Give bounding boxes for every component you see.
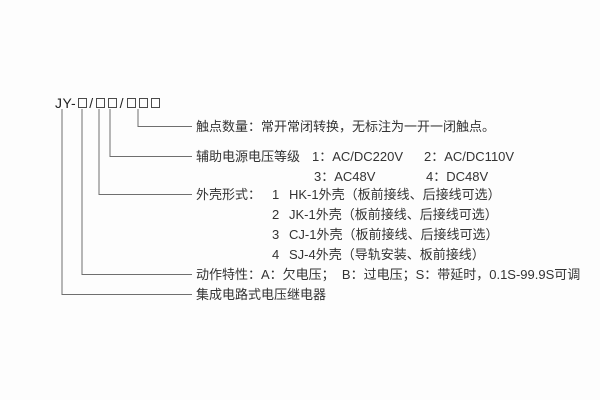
aux-power-option-4: 4：DC48V bbox=[426, 169, 489, 184]
case-form-row-1: 外壳形式： 1 HK-1外壳（板前接线、后接线可选） bbox=[0, 187, 600, 203]
case-form-row-2: 2 JK-1外壳（板前接线、后接线可选） bbox=[0, 207, 600, 223]
aux-power-option-2: 2：AC/DC110V bbox=[424, 149, 515, 164]
line-contact-quantity bbox=[137, 109, 192, 127]
case-option-desc-2: JK-1外壳（板前接线、后接线可选） bbox=[289, 207, 498, 222]
contact-quantity-row: 触点数量：常开常闭转换，无标注为一开一闭触点。 bbox=[0, 119, 600, 135]
contact-code-box-1 bbox=[126, 98, 136, 108]
product-name-row: 集成电路式电压继电器 bbox=[0, 287, 600, 303]
case-code-box bbox=[96, 98, 106, 108]
action-code-box bbox=[77, 98, 87, 108]
contact-code-box-3 bbox=[150, 98, 160, 108]
action-characteristic-row: 动作特性：A：欠电压； B：过电压；S：带延时，0.1S-99.9S可调 bbox=[0, 267, 600, 283]
case-form-row-3: 3 CJ-1外壳（板前接线、后接线可选） bbox=[0, 227, 600, 243]
contact-quantity-note: 触点数量：常开常闭转换，无标注为一开一闭触点。 bbox=[196, 119, 496, 134]
case-form-label: 外壳形式： bbox=[196, 187, 262, 202]
case-option-num-2: 2 bbox=[272, 207, 280, 222]
voltage-code-box bbox=[108, 98, 118, 108]
case-option-num-4: 4 bbox=[272, 247, 280, 262]
separator-slash: / bbox=[119, 95, 124, 111]
action-characteristic-note: 动作特性：A：欠电压； B：过电压；S：带延时，0.1S-99.9S可调 bbox=[196, 267, 581, 282]
aux-power-label: 辅助电源电压等级 bbox=[196, 149, 301, 164]
case-option-desc-4: SJ-4外壳（导轨安装、板前接线） bbox=[289, 247, 485, 262]
contact-code-box-2 bbox=[138, 98, 148, 108]
line-product-name bbox=[61, 109, 192, 295]
aux-power-option-1: 1：AC/DC220V bbox=[312, 149, 404, 164]
product-name: 集成电路式电压继电器 bbox=[196, 287, 327, 302]
line-aux-power bbox=[109, 109, 192, 157]
case-option-desc-3: CJ-1外壳（板前接线、后接线可选） bbox=[289, 227, 499, 242]
aux-power-row-2: 3：AC48V 4：DC48V bbox=[0, 169, 600, 185]
case-option-num-3: 3 bbox=[272, 227, 280, 242]
model-prefix: JY- bbox=[55, 95, 77, 111]
aux-power-option-3: 3：AC48V bbox=[314, 169, 376, 184]
aux-power-row-1: 辅助电源电压等级 1：AC/DC220V 2：AC/DC110V bbox=[0, 149, 600, 165]
case-option-desc-1: HK-1外壳（板前接线、后接线可选） bbox=[289, 187, 501, 202]
case-option-num-1: 1 bbox=[272, 187, 280, 202]
model-code: JY- / / bbox=[55, 94, 161, 112]
line-action-characteristic bbox=[81, 109, 192, 275]
separator-slash: / bbox=[89, 95, 94, 111]
case-form-row-4: 4 SJ-4外壳（导轨安装、板前接线） bbox=[0, 247, 600, 263]
line-case-form bbox=[98, 109, 192, 195]
